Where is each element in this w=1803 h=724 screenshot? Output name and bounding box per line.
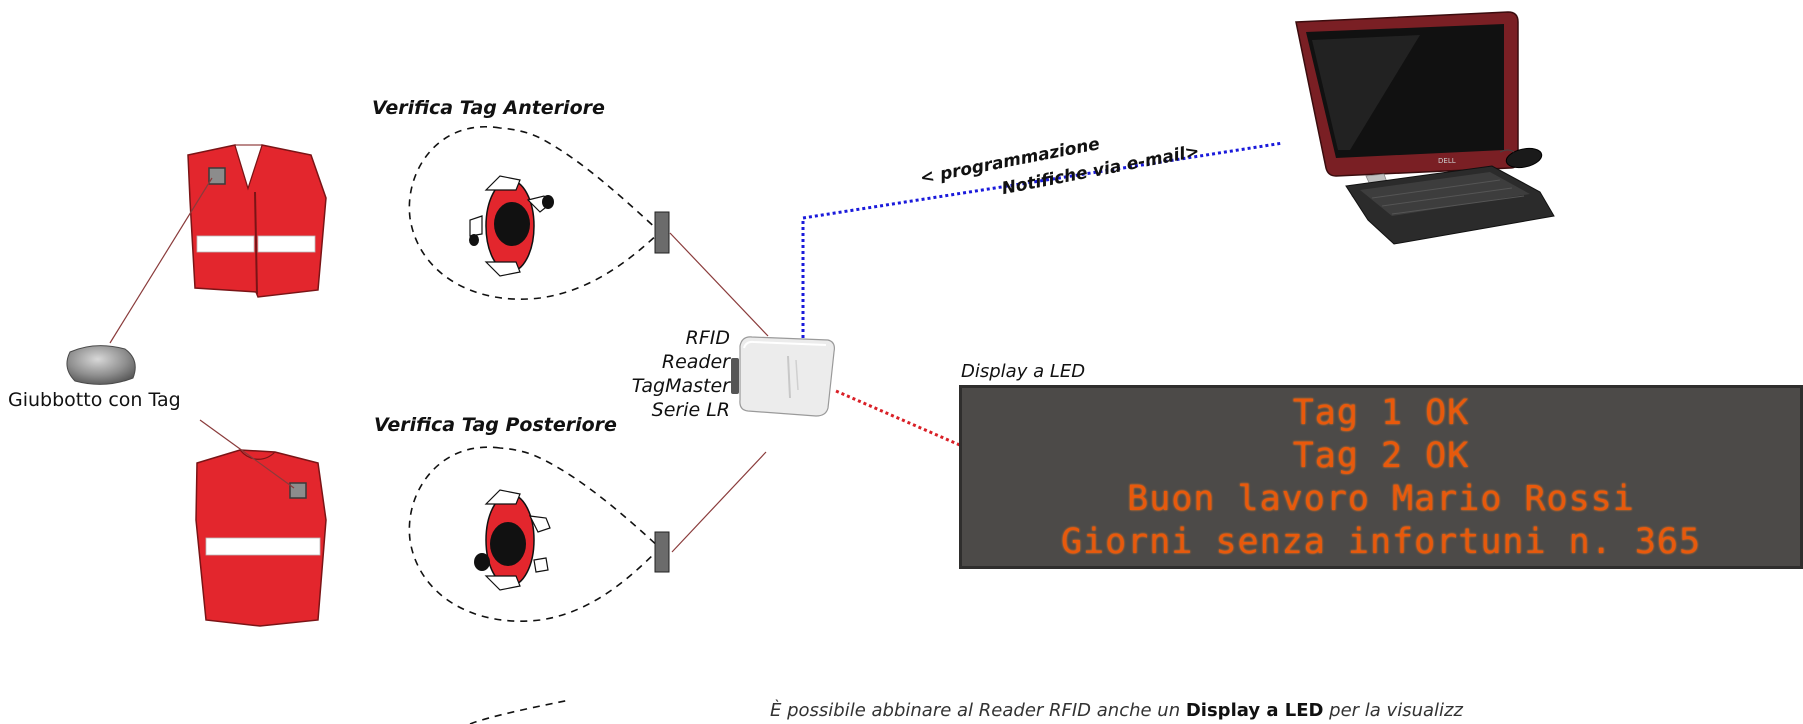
worker-topview-icon — [469, 175, 554, 277]
antenna-icon — [654, 531, 670, 573]
led-display-caption: Display a LED — [961, 361, 1086, 382]
front-tag-check-title: Verifica Tag Anteriore — [372, 97, 605, 119]
svg-text:DELL: DELL — [1438, 157, 1456, 165]
worker-topview-icon — [474, 489, 551, 591]
tag-wire-front — [109, 177, 213, 344]
rfid-reader-label: RFID Reader TagMaster Serie LR — [632, 326, 730, 422]
footnote-text-end: per la visualizz — [1323, 700, 1463, 721]
reader-label-line: RFID — [685, 327, 730, 349]
detection-zone-rear — [408, 446, 662, 622]
vest-tag-label: Giubbotto con Tag — [8, 389, 181, 411]
led-display-row: Buon lavoro Mario Rossi — [1127, 479, 1635, 519]
detection-zone-stub — [469, 699, 571, 724]
footnote-text: È possibile abbinare al Reader RFID anch… — [770, 700, 1463, 721]
tag-device-icon — [66, 345, 136, 385]
footnote-text-start: È possibile abbinare al Reader RFID anch… — [770, 700, 1186, 721]
rfid-reader-icon — [731, 336, 835, 417]
mouse-icon — [1499, 147, 1543, 169]
serial-link — [835, 389, 963, 448]
led-display-row: Tag 1 OK — [1292, 393, 1470, 433]
reader-label-line: Reader — [661, 351, 730, 373]
rear-tag-check-title: Verifica Tag Posteriore — [374, 414, 617, 436]
antenna-cable-front — [669, 232, 769, 337]
keyboard-icon — [1345, 165, 1555, 245]
network-link — [801, 141, 1284, 338]
tag-wire-back — [199, 419, 295, 489]
led-display-row: Tag 2 OK — [1292, 436, 1470, 476]
reader-label-line: TagMaster — [631, 375, 730, 397]
antenna-cable-rear — [671, 451, 767, 553]
led-display-row: Giorni senza infortuni n. 365 — [1060, 522, 1702, 562]
detection-zone-front — [408, 125, 662, 300]
vest-front-icon — [187, 144, 327, 298]
antenna-icon — [654, 211, 670, 254]
desktop-computer-icon: DELL — [1295, 11, 1519, 207]
led-display-panel: Tag 1 OK Tag 2 OK Buon lavoro Mario Ross… — [959, 385, 1803, 569]
footnote-bold: Display a LED — [1185, 700, 1324, 721]
reader-label-line: Serie LR — [651, 399, 730, 421]
vest-back-icon — [195, 449, 327, 627]
